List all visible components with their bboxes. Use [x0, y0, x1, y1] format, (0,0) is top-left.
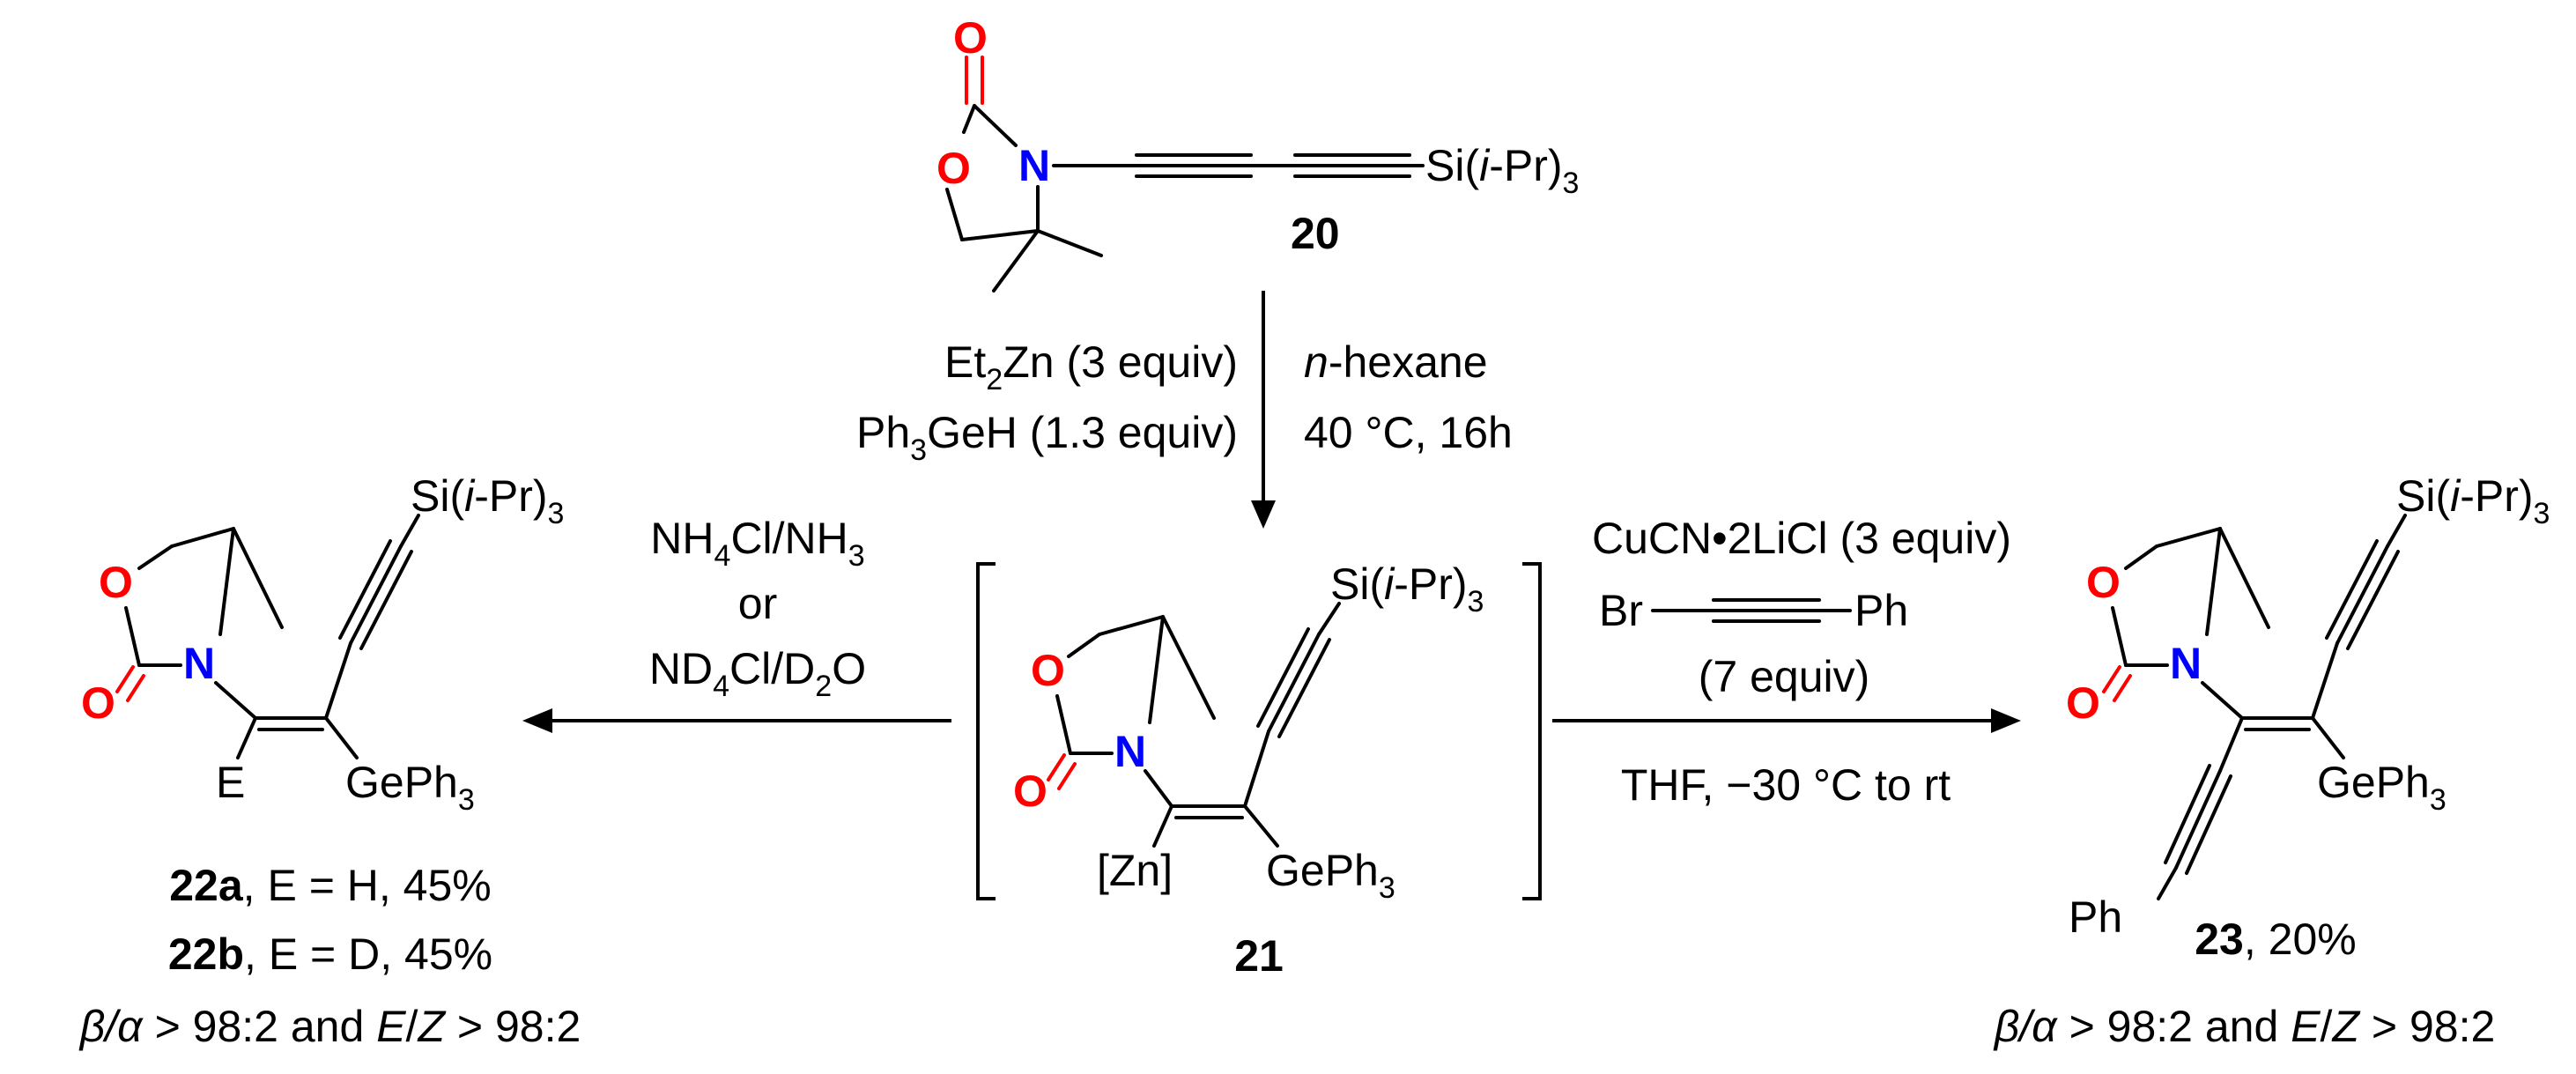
compound-20-structure: O O N Si(i-Pr)3	[936, 13, 1579, 293]
nitrogen-atom: N	[2170, 639, 2202, 688]
solvent-label: n-hexane	[1304, 337, 1488, 387]
product-23-selectivity: β/α > 98:2 and E/Z > 98:2	[1993, 1002, 2496, 1051]
ring-oxygen: O	[1031, 646, 1065, 695]
temperature-time: 40 °C, 16h	[1304, 408, 1513, 457]
intermediate-21-label: 21	[1234, 931, 1284, 981]
product-23-structure: O O N Ph GePh3 Si(i-Pr)3	[2066, 471, 2550, 942]
product-23-yield: 23, 20%	[2195, 915, 2356, 964]
right-arrow	[1552, 708, 2021, 733]
triisopropylsilyl-group: Si(i-Pr)3	[411, 471, 564, 530]
reagent-nd4cl: ND4Cl/D2O	[649, 644, 866, 703]
product-22-structure: O O N E GePh3 Si(i-Pr)3	[81, 471, 564, 817]
carbonyl-oxygen: O	[2066, 678, 2100, 728]
reagent-or: or	[738, 579, 777, 628]
triisopropylsilyl-group: Si(i-Pr)3	[1330, 559, 1484, 618]
intermediate-21-structure: O O N [Zn] GePh3 Si(i-Pr)3	[1013, 559, 1484, 905]
reagent-nh4cl: NH4Cl/NH3	[650, 514, 864, 573]
nitrogen-atom: N	[183, 639, 215, 688]
down-arrow	[1251, 291, 1276, 529]
triisopropylsilyl-group: Si(i-Pr)3	[2396, 471, 2550, 530]
triisopropylsilyl-group: Si(i-Pr)3	[1425, 141, 1579, 200]
carbonyl-oxygen: O	[953, 13, 988, 63]
nitrogen-atom: N	[1114, 727, 1146, 776]
product-22b-line: 22b, E = D, 45%	[168, 930, 492, 979]
germyl-group: GePh3	[1266, 846, 1395, 905]
ring-oxygen: O	[936, 144, 971, 193]
germyl-group: GePh3	[345, 758, 475, 817]
product-22a-line: 22a, E = H, 45%	[169, 861, 492, 910]
nitrogen-atom: N	[1018, 141, 1050, 190]
reagent-cucn: CuCN•2LiCl (3 equiv)	[1592, 514, 2011, 563]
zinc-label: [Zn]	[1097, 846, 1173, 895]
ring-oxygen: O	[2086, 558, 2121, 607]
carbonyl-oxygen: O	[1013, 767, 1047, 816]
phenyl-label: Ph	[1854, 586, 1908, 635]
left-arrow	[522, 708, 951, 733]
phenyl-label: Ph	[2069, 893, 2122, 942]
bromo-label: Br	[1599, 586, 1643, 635]
intermediate-brackets	[976, 562, 1542, 900]
e-substituent-label: E	[216, 758, 245, 807]
product-22-selectivity: β/α > 98:2 and E/Z > 98:2	[78, 1002, 581, 1051]
carbonyl-oxygen: O	[81, 678, 115, 728]
reaction-conditions: THF, −30 °C to rt	[1621, 760, 1951, 810]
compound-20-label: 20	[1291, 209, 1340, 258]
reagent-ph3geh: Ph3GeH (1.3 equiv)	[856, 408, 1238, 467]
reagent-equiv: (7 equiv)	[1699, 652, 1870, 701]
ring-oxygen: O	[99, 558, 133, 607]
germyl-group: GePh3	[2317, 758, 2446, 817]
reagent-et2zn: Et2Zn (3 equiv)	[944, 337, 1238, 396]
